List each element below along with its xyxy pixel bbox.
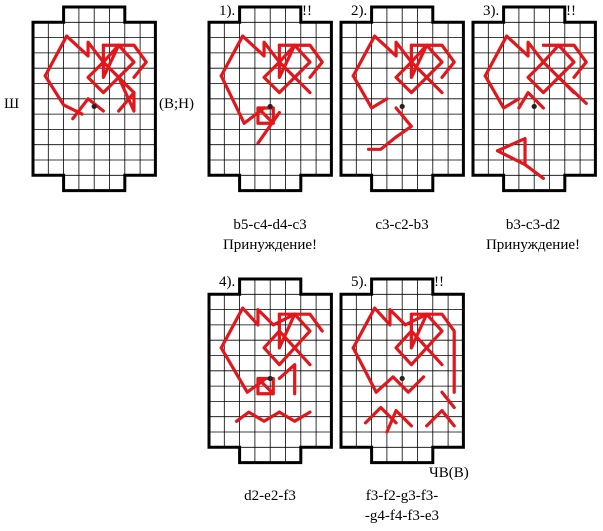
move-path xyxy=(440,390,456,410)
board-grid xyxy=(32,7,156,191)
board-5-caption-2: -g4-f4-f3-e3 xyxy=(364,508,440,524)
board-4-caption-1: d2-e2-f3 xyxy=(244,488,296,504)
move-path xyxy=(409,43,429,79)
move-path xyxy=(351,74,389,110)
board-1-number: 1). xyxy=(219,3,236,19)
board-frame xyxy=(207,5,333,193)
board-5-label-below: ЧВ(В) xyxy=(429,465,469,481)
move-path xyxy=(277,363,297,396)
board-grid xyxy=(340,279,464,463)
move-path xyxy=(409,312,429,350)
board-step-4 xyxy=(207,277,333,465)
move-path xyxy=(277,312,297,350)
move-path xyxy=(517,91,545,110)
board-step-3 xyxy=(471,5,597,193)
move-path xyxy=(425,408,456,428)
board-3-caption-2: Принуждение! xyxy=(485,237,581,253)
center-dot xyxy=(267,103,273,110)
move-path xyxy=(219,306,312,367)
move-path xyxy=(219,34,312,95)
board-grid xyxy=(208,279,332,463)
board-5-caption-1: f3-f2-g3-f3- xyxy=(365,488,439,504)
move-path xyxy=(394,106,413,139)
move-path xyxy=(256,106,275,125)
board-frame xyxy=(207,277,333,465)
move-path xyxy=(366,135,398,151)
move-path xyxy=(351,346,426,394)
board-5-number: 5). xyxy=(351,274,368,290)
move-path xyxy=(385,408,413,434)
board-1-mark: !! xyxy=(302,3,312,19)
center-dot xyxy=(531,103,537,110)
move-path xyxy=(43,34,136,95)
board-3-mark: !! xyxy=(566,3,576,19)
board-initial xyxy=(31,5,157,193)
board-2-caption-1: c3-c2-b3 xyxy=(375,217,429,233)
board-frame xyxy=(471,5,597,193)
board-frame xyxy=(339,277,465,465)
move-path xyxy=(234,410,281,423)
move-path xyxy=(483,74,521,110)
right-side-label: (В;Н) xyxy=(159,96,194,112)
board-3-caption-1: b3-c3-d2 xyxy=(505,217,561,233)
board-4-number: 4). xyxy=(219,274,236,290)
move-path xyxy=(277,43,297,79)
move-path xyxy=(351,306,444,367)
center-dot xyxy=(399,375,405,382)
move-path xyxy=(351,34,444,95)
board-1-caption-2: Принуждение! xyxy=(222,237,318,253)
move-path xyxy=(277,312,324,333)
board-step-2 xyxy=(339,5,465,193)
move-path xyxy=(483,34,576,95)
move-path xyxy=(523,162,545,180)
move-path xyxy=(541,43,588,79)
board-5-mark: !! xyxy=(434,274,444,290)
board-2-number: 2). xyxy=(351,3,368,19)
board-grid xyxy=(208,7,332,191)
board-3-number: 3). xyxy=(483,3,500,19)
center-dot xyxy=(267,375,273,382)
move-path xyxy=(363,405,398,425)
move-path xyxy=(117,75,136,113)
move-path xyxy=(256,110,281,145)
board-step-5 xyxy=(339,277,465,465)
move-path xyxy=(71,97,105,121)
board-grid xyxy=(340,7,464,191)
center-dot xyxy=(399,103,405,110)
left-side-label: Ш xyxy=(4,96,20,112)
board-frame xyxy=(31,5,157,193)
move-path xyxy=(277,410,312,423)
center-dot xyxy=(91,103,97,110)
board-step-1 xyxy=(207,5,333,193)
move-path xyxy=(101,43,121,79)
move-path xyxy=(495,136,527,167)
board-frame xyxy=(339,5,465,193)
board-1-caption-1: b5-c4-d4-c3 xyxy=(233,217,307,233)
move-path xyxy=(557,75,588,105)
move-path xyxy=(43,74,84,116)
